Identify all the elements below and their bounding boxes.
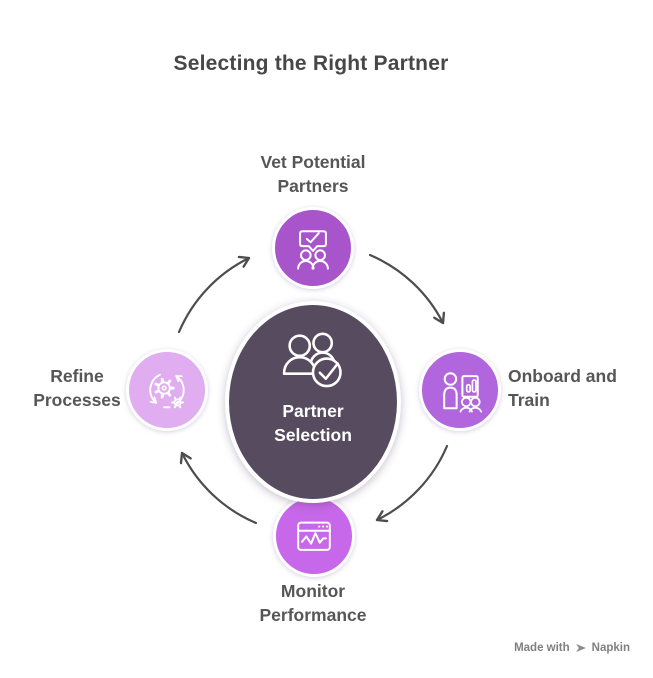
label-line: Processes [33,390,121,410]
center-label-line: Partner [282,401,344,421]
label-line: Train [508,390,550,410]
label-line: Partners [277,176,349,196]
label-line: Refine [50,366,104,386]
training-presentation-icon [443,372,482,413]
label-line: Onboard and [508,366,617,386]
watermark: Made with Napkin [514,642,630,654]
node-monitor-performance [273,495,355,577]
arrow-vet-to-onboard [368,253,443,323]
discussion-check-icon [297,230,329,270]
label-line: Vet Potential [260,152,366,172]
label-vet-potential-partners: Vet Potential Partners [163,150,463,198]
watermark-brand: Napkin [591,642,630,654]
node-partner-selection: Partner Selection [225,301,401,503]
watermark-prefix: Made with [514,642,570,654]
label-line: Monitor [280,581,346,601]
analytics-window-icon [297,521,331,551]
label-onboard-and-train: Onboard and Train [508,364,638,412]
process-gears-icon [149,373,185,409]
label-line: Performance [259,605,367,625]
center-label: Partner Selection [274,399,352,447]
arrow-onboard-to-monitor [377,444,449,520]
node-onboard-and-train [419,349,501,431]
center-label-line: Selection [274,425,352,445]
label-refine-processes: Refine Processes [16,364,138,412]
page-title: Selecting the Right Partner [173,52,449,75]
napkin-logo-icon [575,644,586,652]
node-refine-processes [126,349,208,431]
node-vet-potential-partners [272,207,354,289]
arrow-refine-to-vet [177,258,249,334]
label-monitor-performance: Monitor Performance [163,579,463,627]
people-approved-icon [282,332,342,388]
